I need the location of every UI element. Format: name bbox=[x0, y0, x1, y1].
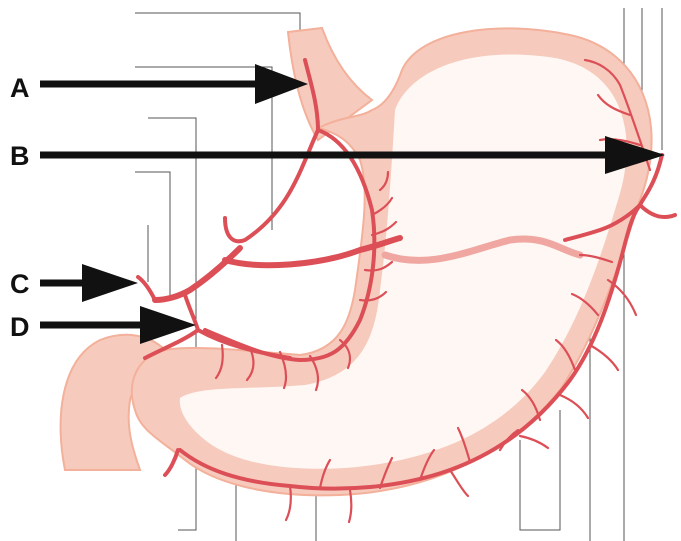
leader-line-top-2 bbox=[135, 67, 272, 230]
stomach-outline bbox=[61, 28, 652, 495]
letter-labels: A B C D bbox=[10, 73, 30, 342]
label-d: D bbox=[10, 312, 30, 342]
leader-line-top-1 bbox=[135, 13, 300, 45]
label-b: B bbox=[10, 141, 30, 171]
arrow-c bbox=[40, 264, 138, 302]
arrow-a bbox=[40, 64, 308, 104]
label-c: C bbox=[10, 269, 30, 299]
hepatic-artery-proper bbox=[138, 277, 155, 300]
label-a: A bbox=[10, 73, 30, 103]
common-hepatic-artery bbox=[155, 248, 240, 300]
